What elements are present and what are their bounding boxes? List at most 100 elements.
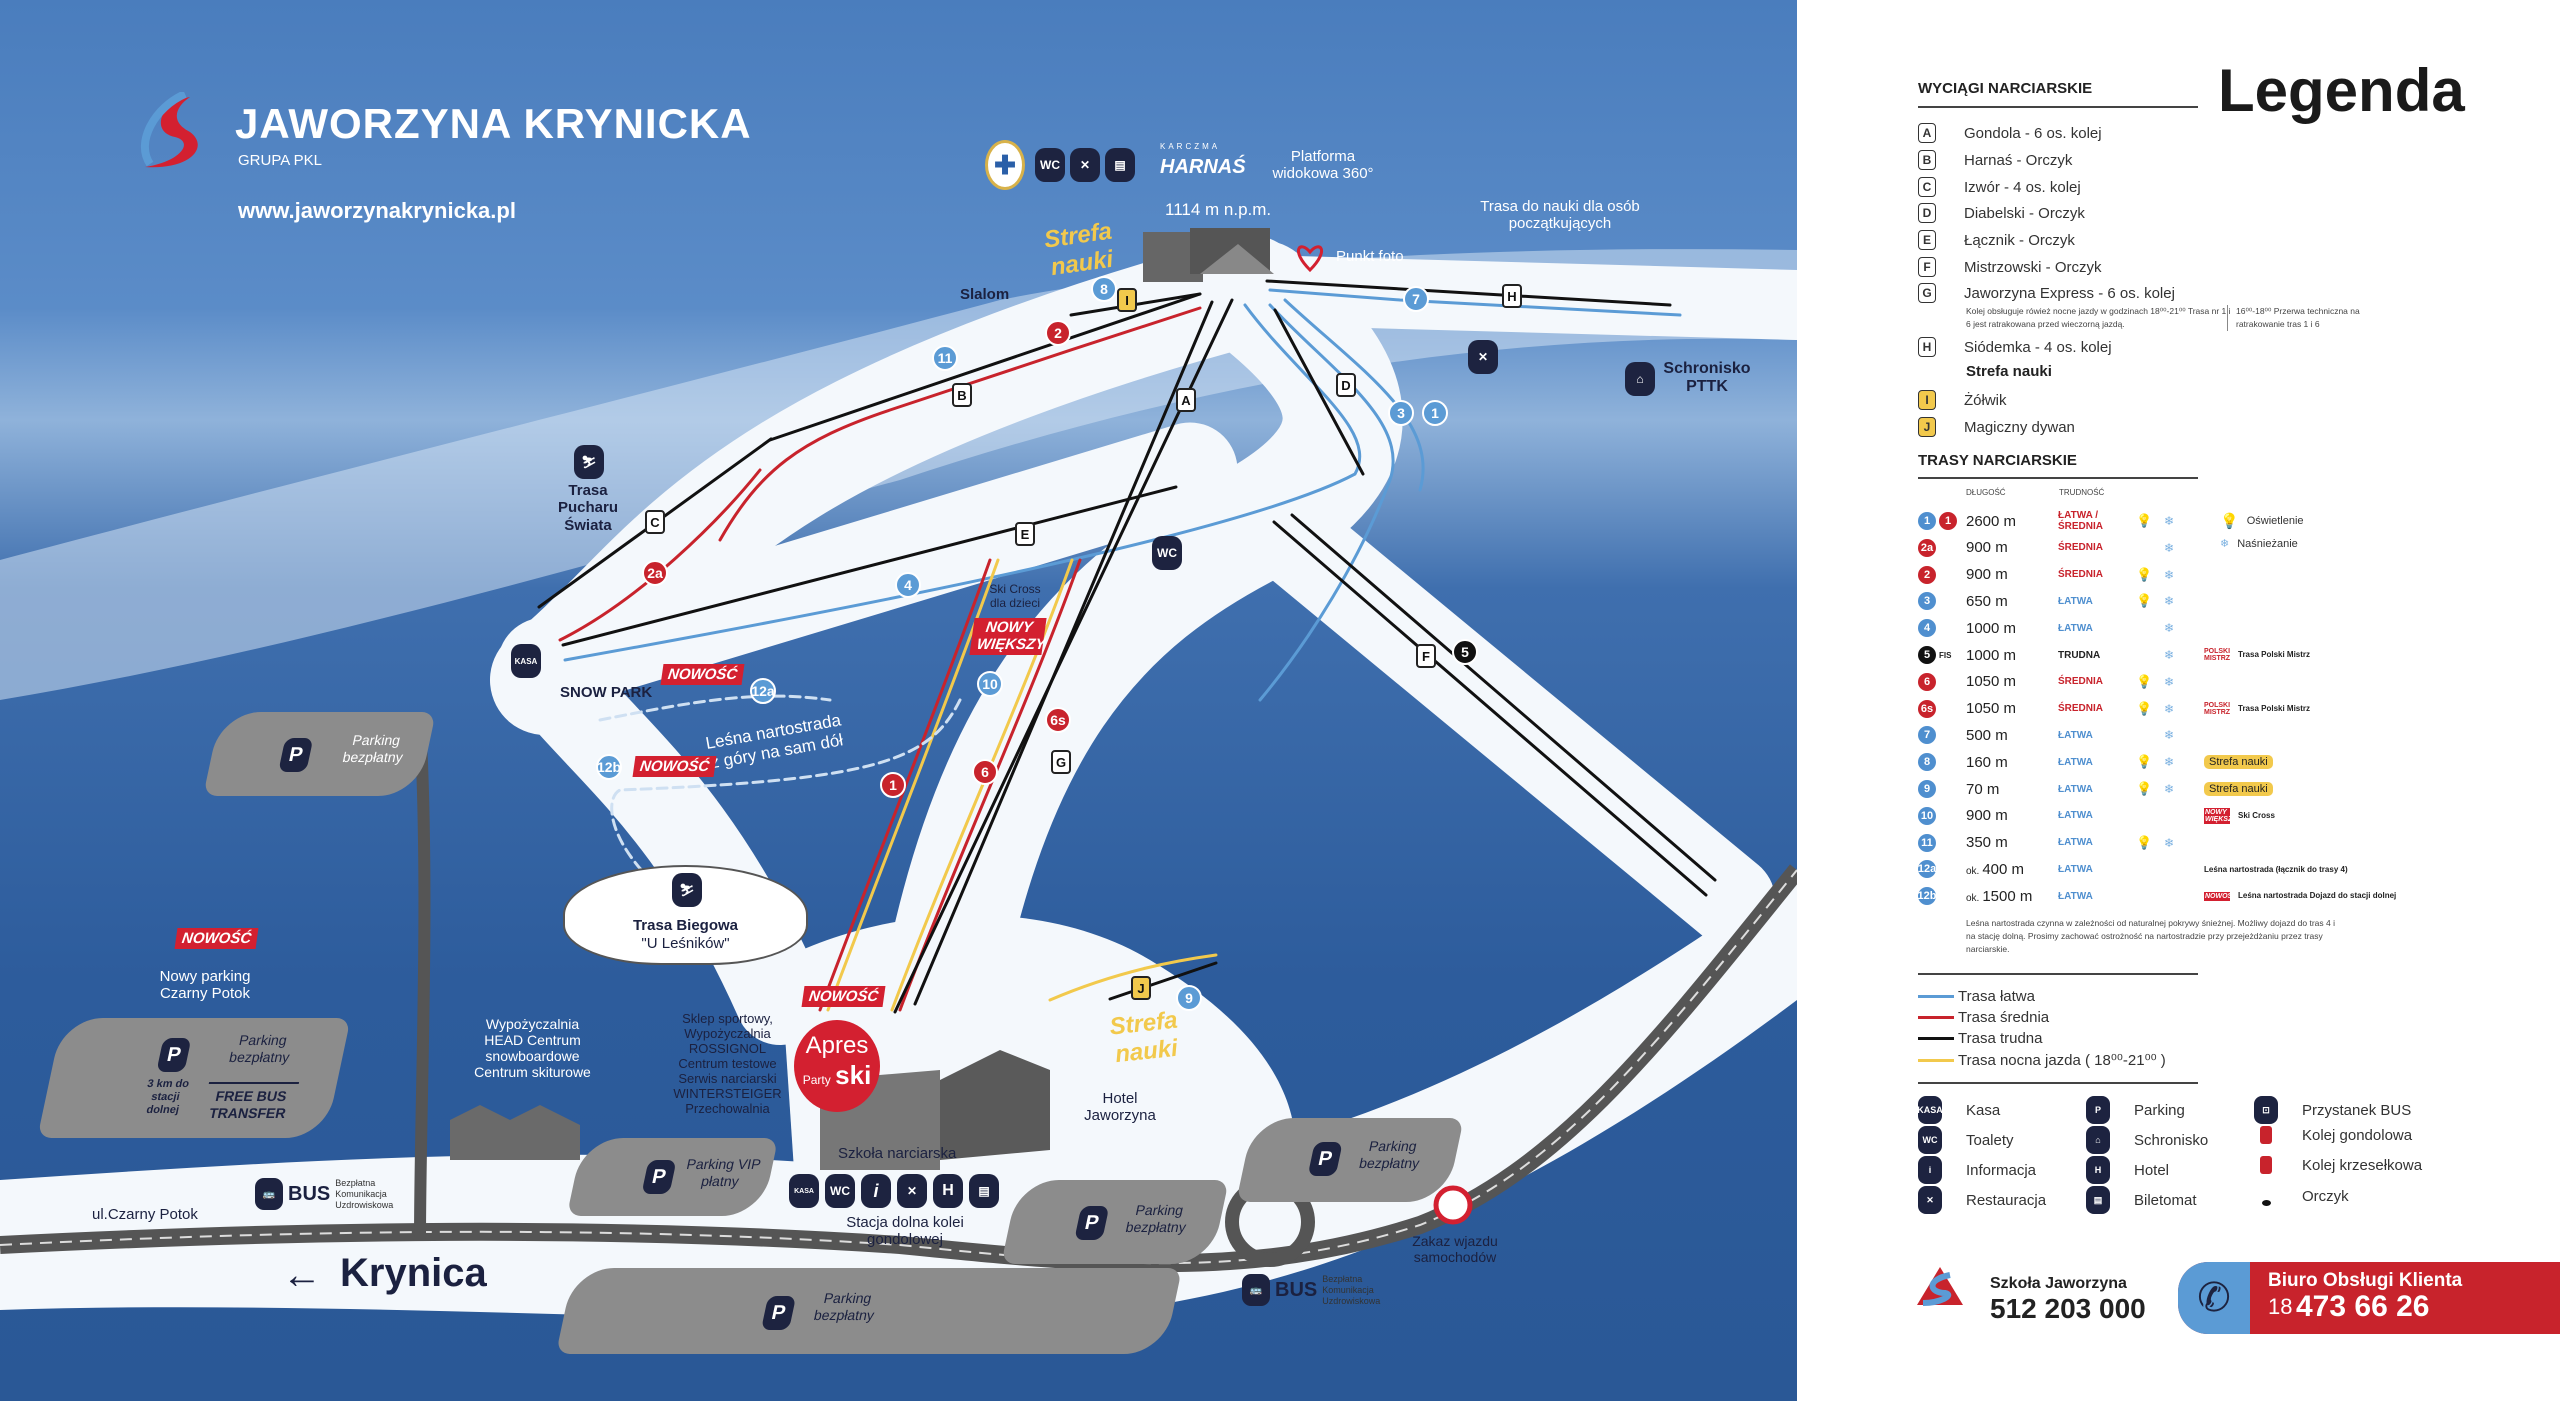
lift-marker-d[interactable]: D xyxy=(1336,373,1356,397)
lift-marker-b[interactable]: B xyxy=(952,383,972,407)
piste-difficulty: ŚREDNIA xyxy=(2058,703,2104,715)
lift-marker-a[interactable]: A xyxy=(1176,388,1196,412)
office-phone[interactable]: 473 66 26 xyxy=(2296,1290,2430,1323)
piste-marker-8[interactable]: 8 xyxy=(1091,276,1117,302)
platform-label: Platforma widokowa 360° xyxy=(1272,148,1374,183)
website-link[interactable]: www.jaworzynakrynicka.pl xyxy=(238,198,516,223)
piste-marker-2a[interactable]: 2a xyxy=(642,560,668,586)
parking-bottom: P Parking bezpłatny xyxy=(555,1268,1183,1354)
divider xyxy=(1918,106,2198,108)
piste-marker-6s[interactable]: 6s xyxy=(1045,707,1071,733)
piste-marker-3[interactable]: 3 xyxy=(1388,400,1414,426)
icon-legend-row: ⌂Schronisko xyxy=(2086,1126,2208,1154)
new-parking-label: Nowy parking Czarny Potok xyxy=(159,968,251,1003)
piste-length: 2600 m xyxy=(1966,513,2058,530)
restaurant-icon: ✕ xyxy=(1918,1186,1942,1214)
piste-marker-12b[interactable]: 12b xyxy=(596,754,622,780)
piste-number: 8 xyxy=(1918,753,1966,772)
piste-marker-12a[interactable]: 12a xyxy=(750,678,776,704)
piste-extra: Leśna nartostrada (łącznik do trasy 4) xyxy=(2204,864,2348,874)
piste-circle: 6 xyxy=(1918,672,1936,691)
piste-marker-5[interactable]: 5 xyxy=(1452,639,1478,665)
icon-legend-row: ▤Biletomat xyxy=(2086,1186,2197,1214)
shelter-icon: ⌂ xyxy=(1625,362,1655,396)
piste-marker-4[interactable]: 4 xyxy=(895,572,921,598)
lift-g-line xyxy=(913,300,1214,1006)
piste-number: 2a xyxy=(1918,538,1966,557)
piste-number: 7 xyxy=(1918,726,1966,745)
lift-key-j: J xyxy=(1918,417,1936,437)
piste-length: 500 m xyxy=(1966,727,2058,744)
piste-length: 70 m xyxy=(1966,781,2058,798)
line-type-label: Trasa trudna xyxy=(1958,1030,2043,1047)
snowmaking-legend: ❄Naśnieżanie xyxy=(2220,537,2298,551)
piste-12b-line xyxy=(610,698,962,932)
ski-cross-kids-label: Ski Cross dla dzieci xyxy=(989,582,1041,610)
parking-icon: P xyxy=(1074,1206,1110,1240)
piste-badge: POLSKI MISTRZ xyxy=(2204,701,2231,716)
piste-difficulty: ŁATWA xyxy=(2058,622,2093,634)
lift-marker-j[interactable]: J xyxy=(1131,976,1151,1000)
office-prefix: 18 xyxy=(2268,1294,2293,1319)
piste-number: 10 xyxy=(1918,806,1966,825)
piste-marker-6[interactable]: 6 xyxy=(972,759,998,785)
restaurant-icon: ✕ xyxy=(897,1174,927,1208)
piste-difficulty: ŚREDNIA xyxy=(2058,569,2104,581)
piste-difficulty: ŚREDNIA xyxy=(2058,542,2104,554)
lift-marker-e[interactable]: E xyxy=(1015,522,1035,546)
piste-circle: 11 xyxy=(1918,833,1936,852)
chairlift-icon xyxy=(2254,1156,2278,1174)
shelter-icon: ⌂ xyxy=(2086,1126,2110,1154)
hotel-icon: H xyxy=(2086,1156,2110,1184)
piste-marker-7[interactable]: 7 xyxy=(1403,286,1429,312)
length-value: 160 m xyxy=(1966,753,2008,771)
lift-marker-c[interactable]: C xyxy=(645,510,665,534)
piste-circle: 4 xyxy=(1918,619,1936,638)
lift-marker-g[interactable]: G xyxy=(1051,750,1071,774)
school-phone[interactable]: 512 203 000 xyxy=(1990,1293,2146,1324)
piste-1-line xyxy=(818,558,992,1012)
piste-marker-11[interactable]: 11 xyxy=(932,345,958,371)
bus-sublabel: Bezpłatna Komunikacja Uzdrowiskowa xyxy=(1322,1274,1381,1306)
lighting-legend: 💡Oświetlenie xyxy=(2220,512,2304,530)
road-snow xyxy=(0,870,1797,1321)
lift-marker-i[interactable]: I xyxy=(1117,288,1137,312)
snowflake-icon: ❄ xyxy=(2164,728,2175,743)
snowflake-icon: ❄ xyxy=(2164,621,2175,636)
piste-marker-1[interactable]: 1 xyxy=(880,772,906,798)
piste-marker-2[interactable]: 2 xyxy=(1045,320,1071,346)
world-cup-route-label: Trasa Pucharu Świata xyxy=(557,482,618,534)
piste-2a-line xyxy=(558,468,762,642)
bulb-icon: 💡 xyxy=(2136,754,2153,770)
length-prefix: ok. xyxy=(1966,865,1980,877)
icon-legend-label: Kasa xyxy=(1966,1101,2001,1119)
parking-icon: P xyxy=(760,1296,797,1330)
parking-vip-label: Parking VIP płatny xyxy=(685,1156,763,1189)
icon-legend-label: Parking xyxy=(2134,1101,2185,1119)
line-type-label: Trasa średnia xyxy=(1958,1009,2050,1026)
apres-label: Apres xyxy=(805,1032,869,1059)
piste-marker-1[interactable]: 1 xyxy=(1422,400,1448,426)
piste-difficulty: ŁATWA xyxy=(2058,783,2093,795)
piste-circle: 5 xyxy=(1918,646,1936,664)
piste-length: ok.400 m xyxy=(1966,861,2058,878)
lift-b-line xyxy=(768,292,1202,442)
piste-marker-10[interactable]: 10 xyxy=(977,671,1003,697)
heart-icon xyxy=(1297,245,1323,273)
icon-legend-label: Kolej gondolowa xyxy=(2302,1126,2413,1144)
info-icon: i xyxy=(861,1174,891,1208)
new-badge: NOWOŚĆ xyxy=(174,928,259,949)
piste-number: 3 xyxy=(1918,592,1966,611)
lift-f-line xyxy=(1272,520,1708,897)
lift-marker-h[interactable]: H xyxy=(1502,284,1522,308)
lift-marker-f[interactable]: F xyxy=(1416,644,1436,668)
piste-marker-9[interactable]: 9 xyxy=(1176,985,1202,1011)
length-value: 350 m xyxy=(1966,834,2008,852)
